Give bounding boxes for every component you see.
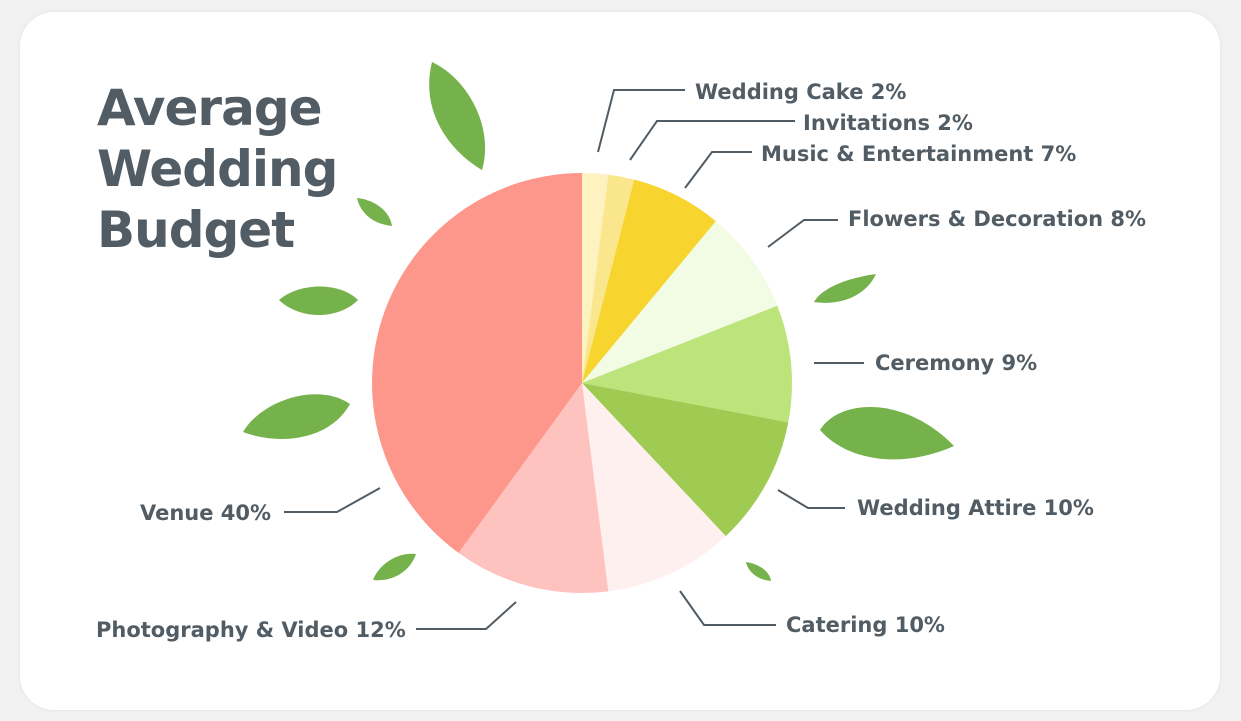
label-catering: Catering 10%	[786, 613, 945, 637]
leaf-icon	[243, 394, 350, 439]
pie-slice-7	[458, 383, 609, 593]
pie-slice-4	[582, 305, 792, 423]
leader-lines	[284, 89, 864, 630]
pie-slice-2	[582, 179, 716, 383]
title-line-3: Budget	[97, 201, 295, 259]
leader-line-music	[684, 151, 752, 189]
title-line-1: Average	[97, 79, 323, 137]
decorative-leaves	[243, 62, 954, 581]
label-flowers-decoration: Flowers & Decoration 8%	[848, 207, 1146, 231]
leaf-icon	[814, 274, 876, 303]
pie-slice-1	[582, 174, 635, 383]
label-ceremony: Ceremony 9%	[875, 351, 1037, 375]
leaf-icon	[746, 562, 771, 581]
label-music-entertainment: Music & Entertainment 7%	[761, 142, 1076, 166]
leaf-icon	[357, 198, 392, 226]
pie-slice-3	[582, 221, 778, 383]
leaf-icon	[279, 286, 358, 315]
label-wedding-cake: Wedding Cake 2%	[695, 80, 906, 104]
leader-line-venue	[284, 487, 381, 513]
pie-slice-5	[582, 383, 789, 537]
leader-line-catering	[679, 590, 776, 626]
leader-line-attire	[777, 489, 845, 509]
leaf-icon	[429, 62, 486, 170]
label-invitations: Invitations 2%	[803, 111, 973, 135]
leader-line-invitations	[629, 120, 795, 161]
title-line-2: Wedding	[97, 140, 338, 198]
leader-line-wedding-cake	[597, 89, 685, 153]
leader-line-photography	[416, 601, 517, 630]
pie-slice-6	[582, 383, 726, 592]
pie-slice-0	[582, 173, 609, 383]
leaf-icon	[373, 553, 416, 581]
label-wedding-attire: Wedding Attire 10%	[857, 496, 1094, 520]
chart-title: Average Wedding Budget	[97, 78, 338, 261]
label-venue: Venue 40%	[140, 501, 271, 525]
leaf-icon	[820, 407, 954, 460]
label-photography-video: Photography & Video 12%	[96, 618, 406, 642]
leader-line-flowers	[767, 219, 838, 248]
slice-labels: Wedding Cake 2% Invitations 2% Music & E…	[96, 80, 1146, 642]
pie-slice-8	[372, 173, 582, 553]
pie-slices	[372, 173, 792, 593]
